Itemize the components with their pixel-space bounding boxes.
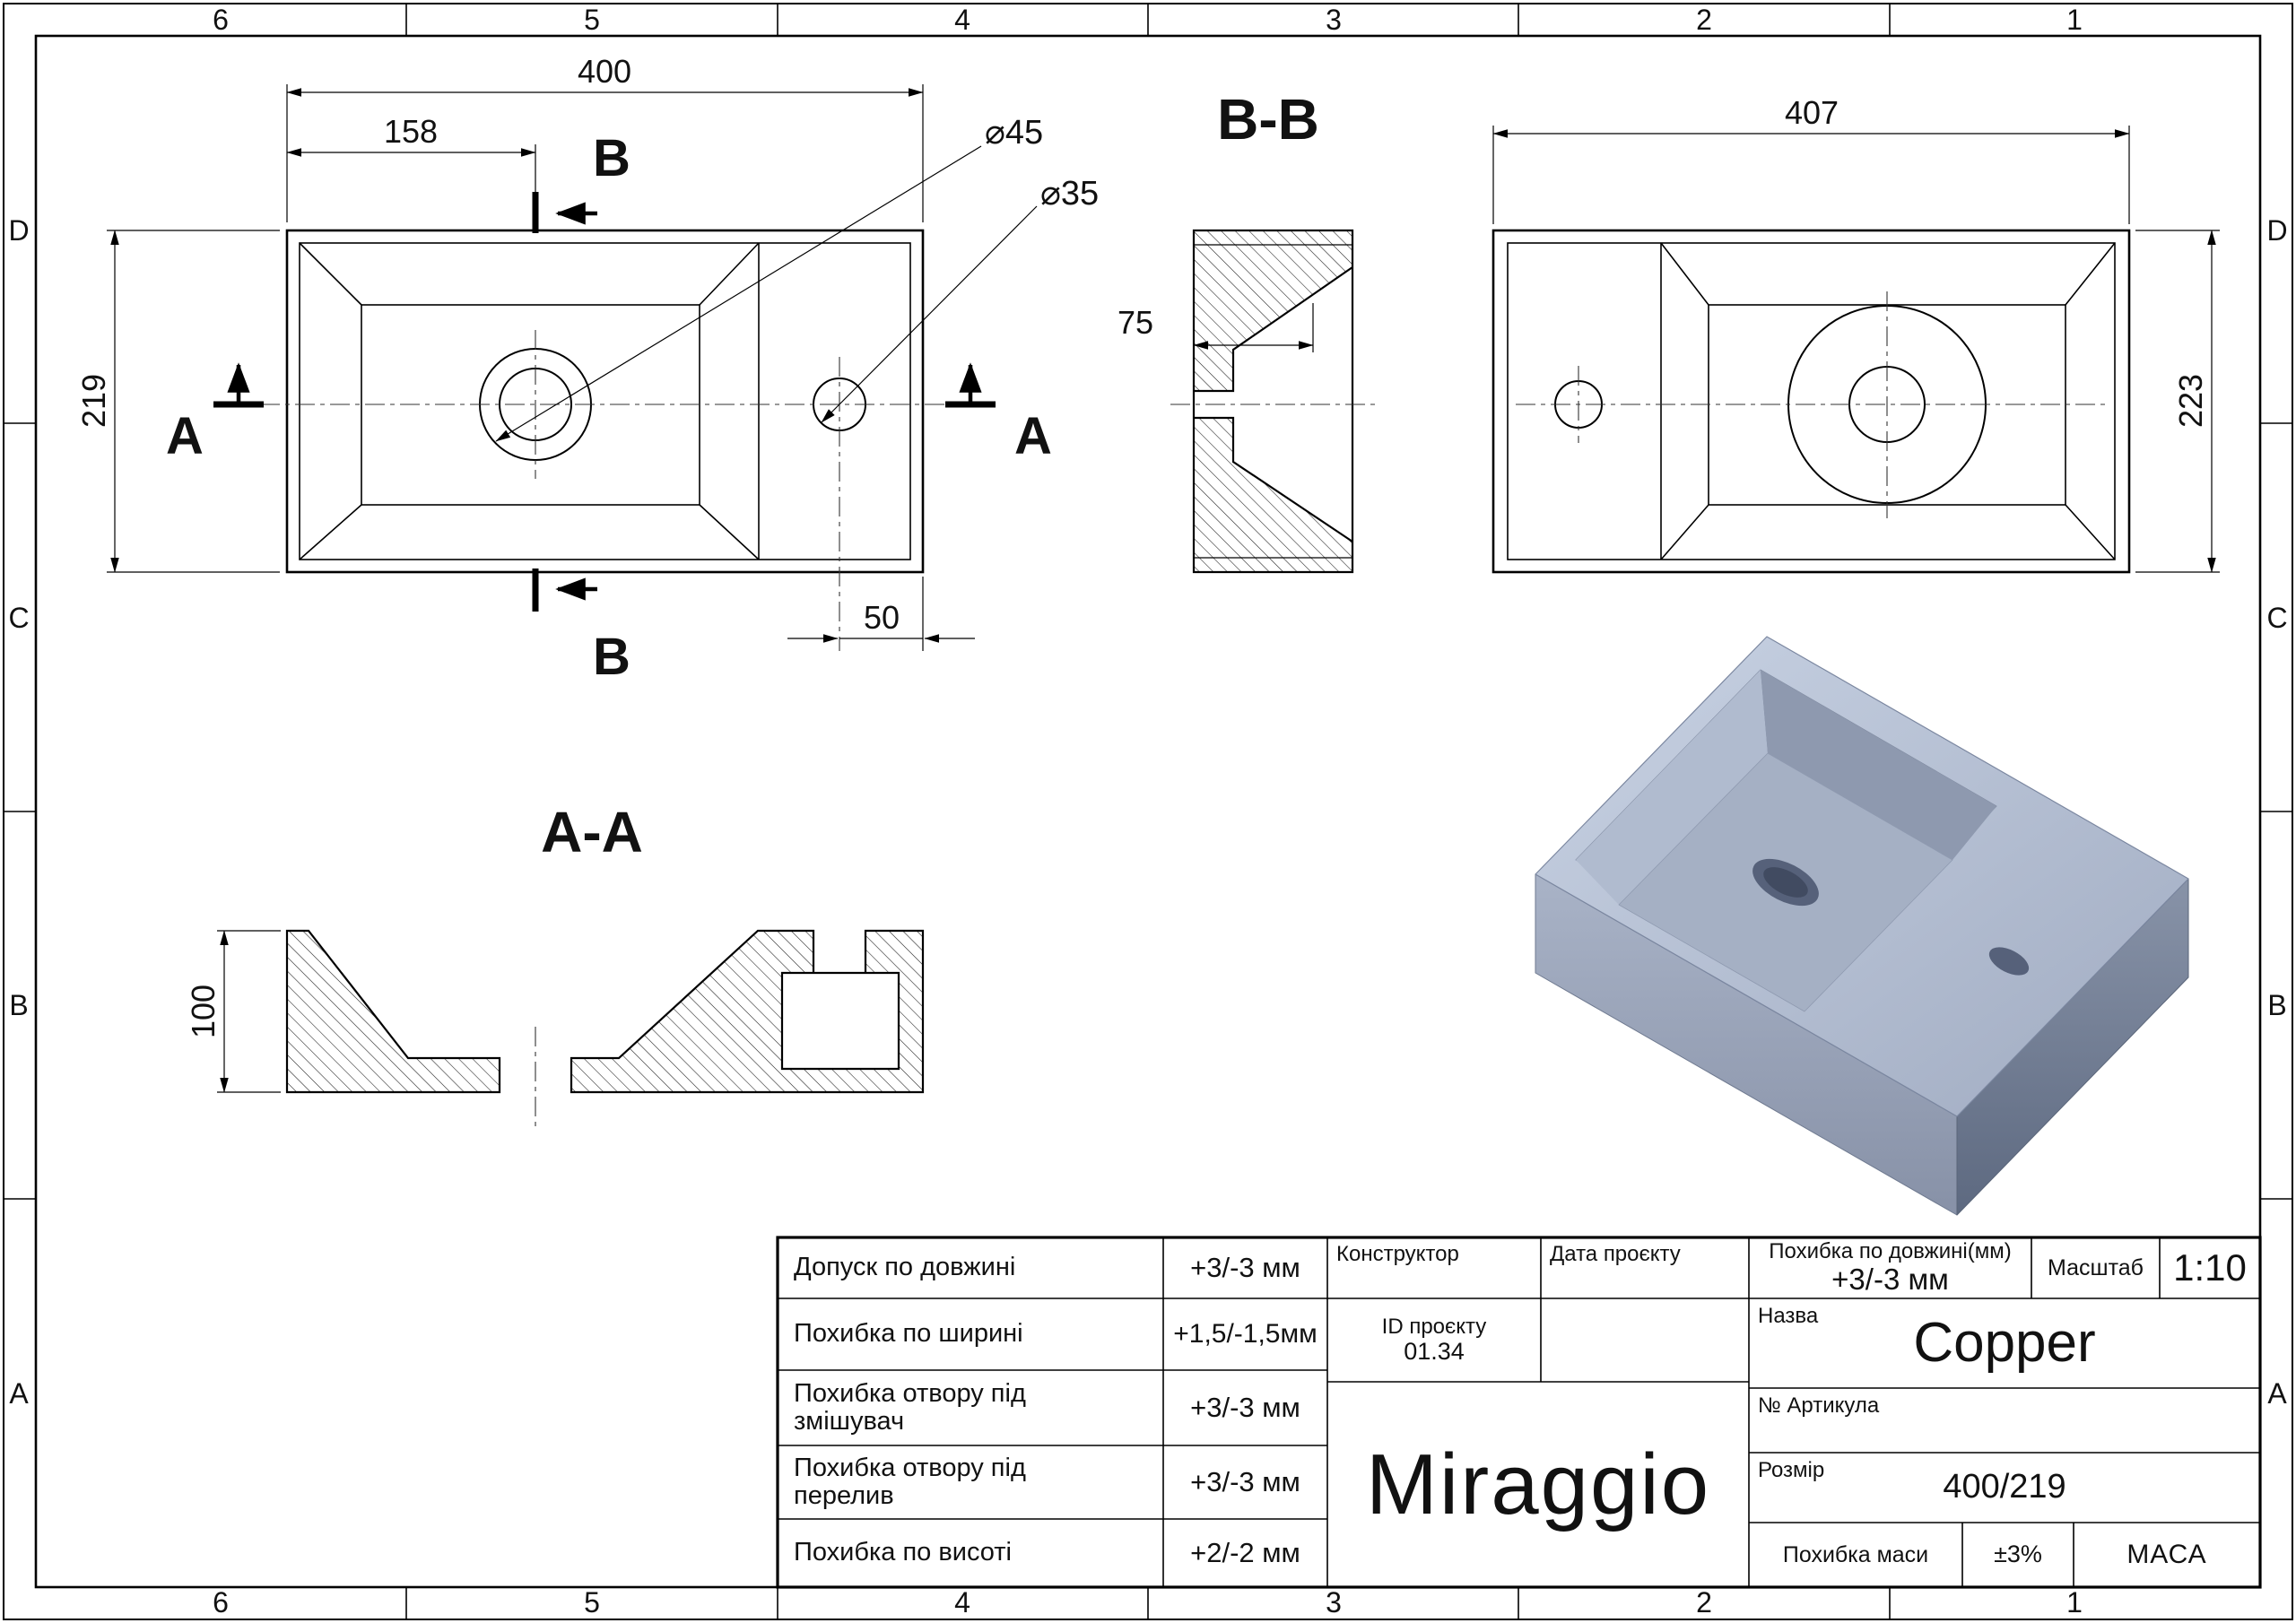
scale-value: 1:10 — [2173, 1246, 2247, 1289]
zone-row-label: B — [9, 989, 28, 1021]
dim-158-text: 158 — [384, 113, 438, 150]
mass-label: МАСА — [2126, 1539, 2207, 1569]
brand-logo: Miraggio — [1365, 1436, 1711, 1532]
zone-labels: 6 5 4 3 2 1 6 5 4 3 2 1 D C B A D C B A — [8, 4, 2287, 1619]
section-bb-title: B-B — [1217, 87, 1319, 152]
centerlines — [1516, 291, 2108, 518]
dim-100 — [217, 930, 281, 1093]
section-b-letter-top: B — [593, 129, 631, 187]
dim-219 — [107, 230, 280, 573]
zone-row-label: D — [8, 214, 29, 247]
zone-col-label: 3 — [1326, 4, 1342, 36]
zone-col-label: 5 — [584, 1586, 600, 1619]
size-label: Розмір — [1758, 1458, 1825, 1482]
section-a-letter-right: A — [1014, 407, 1052, 465]
top-view: 400 158 219 50 ⌀45 ⌀35 — [75, 53, 1099, 686]
tolerance-label: Похибка отвору під змішувач — [794, 1378, 1026, 1436]
mass-tolerance-value: ±3% — [1994, 1541, 2042, 1568]
zone-row-label: C — [2266, 602, 2287, 634]
section-bb-body — [1192, 229, 1354, 574]
zone-row-label: B — [2267, 989, 2286, 1021]
tolerance-label: Похибка отвору під перелив — [794, 1453, 1026, 1510]
tolerance-label: Похибка по висоті — [794, 1538, 1013, 1567]
zone-col-label: 1 — [2066, 4, 2083, 36]
section-aa-title: A-A — [541, 800, 643, 864]
dim-75-text: 75 — [1118, 304, 1153, 341]
zone-col-label: 6 — [213, 1586, 229, 1619]
section-aa-left-body — [285, 929, 501, 1094]
zone-col-label: 4 — [954, 1586, 970, 1619]
zone-col-label: 3 — [1326, 1586, 1342, 1619]
zone-row-label: C — [8, 602, 29, 634]
project-id-value: 01.34 — [1404, 1337, 1465, 1365]
zone-col-label: 1 — [2066, 1586, 2083, 1619]
article-label: № Артикула — [1758, 1393, 1880, 1418]
project-id-label: ID проєкту — [1381, 1314, 1487, 1339]
zone-ticks — [4, 4, 2292, 1619]
dim-tap-dia-text: ⌀35 — [1040, 175, 1099, 213]
zone-col-label: 6 — [213, 4, 229, 36]
length-tolerance-value: +3/-3 мм — [1831, 1263, 1949, 1297]
tolerance-value: +2/-2 мм — [1190, 1537, 1300, 1569]
tolerance-value: +1,5/-1,5мм — [1173, 1318, 1318, 1349]
tolerance-value: +3/-3 мм — [1190, 1392, 1300, 1424]
dim-75 — [1193, 303, 1314, 352]
dim-50 — [787, 577, 975, 651]
section-aa-view: A-A 100 — [185, 800, 925, 1132]
mass-tolerance-label: Похибка маси — [1782, 1541, 1929, 1567]
section-a-marks — [213, 362, 996, 408]
product-name-value: Copper — [1913, 1311, 2096, 1374]
dim-400-text: 400 — [578, 53, 631, 90]
zone-col-label: 2 — [1696, 4, 1712, 36]
title-block-grid — [776, 1236, 2262, 1589]
section-aa-right-body — [570, 929, 925, 1094]
dim-407 — [1492, 126, 2130, 224]
dim-223-text: 223 — [2172, 374, 2209, 428]
render-basin-wall-right — [1761, 670, 1996, 860]
dim-100-text: 100 — [185, 985, 222, 1038]
leader-lines — [495, 145, 1038, 442]
size-value: 400/219 — [1943, 1468, 2066, 1506]
dim-50-text: 50 — [864, 599, 900, 636]
tolerance-label: Допуск по довжині — [794, 1253, 1016, 1282]
length-tolerance-label: Похибка по довжині(мм) — [1769, 1239, 2012, 1264]
tolerance-value: +3/-3 мм — [1190, 1466, 1300, 1498]
dim-407-text: 407 — [1785, 94, 1839, 131]
zone-col-label: 4 — [954, 4, 970, 36]
zone-row-label: A — [2267, 1377, 2287, 1410]
section-b-marks — [532, 192, 597, 612]
name-label: Назва — [1758, 1304, 1819, 1328]
render-basin-wall-back — [1576, 670, 1768, 905]
dim-223 — [2135, 230, 2220, 573]
section-a-letter-left: A — [166, 407, 204, 465]
constructor-label: Конструктор — [1336, 1242, 1459, 1266]
zone-row-label: D — [2266, 214, 2287, 247]
tolerance-label: Похибка по ширині — [794, 1319, 1023, 1349]
project-date-label: Дата проєкту — [1550, 1242, 1681, 1266]
section-bb-view: B-B 75 — [1118, 87, 1377, 574]
render-tap-hole — [1988, 947, 2030, 976]
scale-label: Масштаб — [2048, 1254, 2144, 1280]
section-b-letter-bottom: B — [593, 628, 631, 686]
render-3d — [1535, 636, 2189, 1216]
tolerance-value: +3/-3 мм — [1190, 1252, 1300, 1284]
bottom-view: 407 223 — [1492, 94, 2220, 574]
dim-drain-dia-text: ⌀45 — [985, 114, 1043, 152]
dim-219-text: 219 — [75, 374, 112, 428]
render-drain-hole-inner — [1763, 867, 1808, 898]
centerlines — [260, 330, 960, 651]
zone-col-label: 5 — [584, 4, 600, 36]
zone-row-label: A — [9, 1377, 29, 1410]
zone-col-label: 2 — [1696, 1586, 1712, 1619]
